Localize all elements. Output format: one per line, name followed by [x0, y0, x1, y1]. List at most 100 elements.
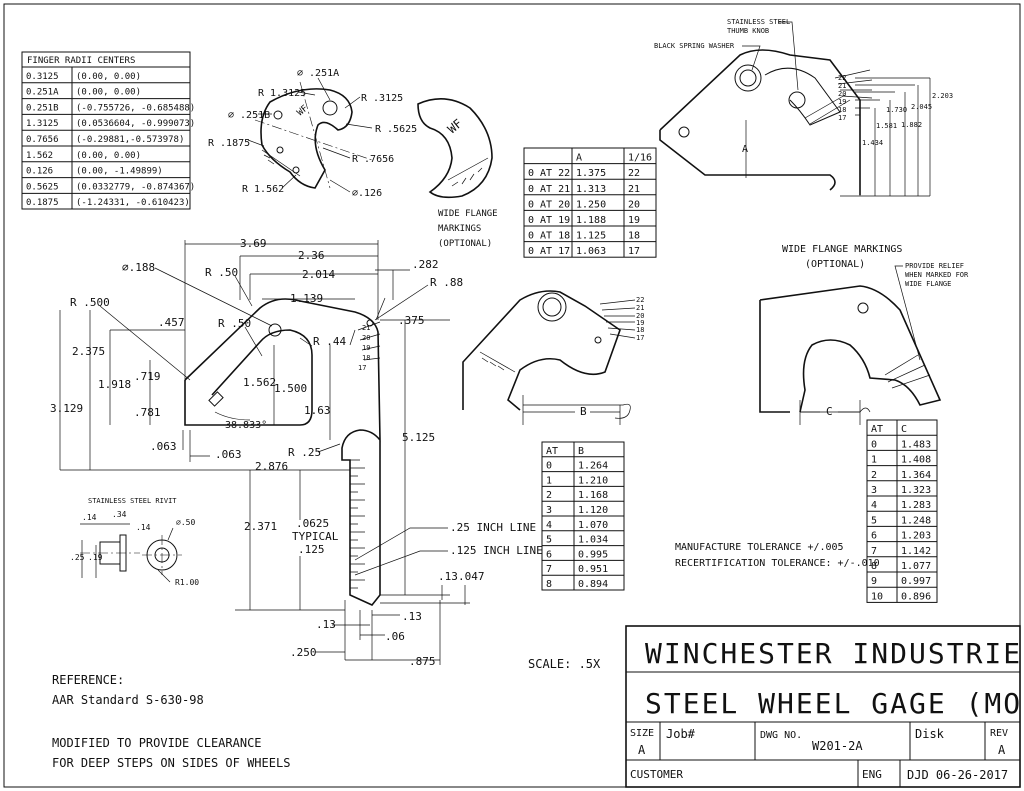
rivit-dim-3: .14 — [136, 523, 151, 532]
dim-457: .457 — [158, 316, 185, 329]
finger-radius: 1.562 — [26, 151, 53, 161]
finger-center: (0.00, 0.00) — [76, 72, 141, 82]
svg-text:21: 21 — [838, 82, 846, 90]
dwg-value: W201-2A — [812, 739, 863, 753]
svg-text:22: 22 — [636, 296, 644, 304]
table-cell: 2 — [871, 470, 877, 481]
table-cell: 7 — [871, 546, 877, 557]
table-cell: 1.210 — [578, 475, 608, 486]
svg-text:21: 21 — [636, 304, 644, 312]
dim-2203: 2.203 — [932, 92, 953, 100]
table-cell: 21 — [628, 184, 640, 195]
customer-label: CUSTOMER — [630, 768, 683, 781]
table-cell: 1.168 — [578, 490, 608, 501]
table-cell: 1.248 — [901, 515, 931, 526]
svg-text:19: 19 — [838, 98, 846, 106]
finger-center: (0.00, 0.00) — [76, 88, 141, 98]
table-cell: 8 — [871, 561, 877, 572]
dim-781: .781 — [134, 406, 161, 419]
table-cell: 0.951 — [578, 564, 608, 575]
table-header-cell: 1/16 — [628, 153, 652, 164]
table-cell: 1.120 — [578, 505, 608, 516]
relief-note-3: WIDE FLANGE — [905, 280, 951, 288]
main-gage: 21 20 19 18 17 3.69 2.36 2.014 1.139 .28… — [50, 237, 543, 668]
dim-r3125: R .3125 — [361, 93, 403, 104]
dim-1139: 1.139 — [290, 292, 323, 305]
dim-r50a: R .50 — [205, 266, 238, 279]
drawing-title: STEEL WHEEL GAGE (MODIFIED) — [645, 687, 1024, 720]
dim-angle: 38.833° — [225, 420, 267, 431]
dim-r1562: R 1.562 — [242, 184, 284, 195]
table-cell: 1 — [871, 455, 877, 466]
thumb-knob-label-2: THUMB KNOB — [727, 27, 769, 35]
thumb-knob-label-1: STAINLESS STEEL — [727, 18, 790, 26]
svg-text:21: 21 — [362, 324, 370, 332]
table-cell: 1.034 — [578, 535, 608, 546]
wf-right-2: (OPTIONAL) — [805, 259, 865, 270]
svg-text:20: 20 — [362, 334, 370, 342]
svg-text:22: 22 — [838, 74, 846, 82]
table-header-cell: AT — [546, 446, 558, 457]
rivit-detail: STAINLESS STEEL RIVIT .14 .34 .14 ∅.50 .… — [70, 497, 199, 587]
finger-radius: 0.1875 — [26, 198, 59, 208]
top-right-assembly: 22 21 20 19 18 17 STAINLESS STEEL THUMB … — [654, 18, 953, 197]
company-name: WINCHESTER INDUSTRIES INC. — [645, 637, 1024, 670]
wf-hook-label: WF — [445, 116, 465, 136]
finger-center: (0.00, -1.49899) — [76, 167, 163, 177]
wf-right-1: WIDE FLANGE MARKINGS — [782, 244, 902, 255]
dim-13c: .13 — [316, 618, 336, 631]
table-cell: 22 — [628, 168, 640, 179]
dim-369: 3.69 — [240, 237, 267, 250]
modified-note-1: MODIFIED TO PROVIDE CLEARANCE — [52, 736, 262, 750]
table-cell: 1.142 — [901, 546, 931, 557]
eng-label: ENG — [862, 768, 882, 781]
b-label: B — [580, 405, 587, 418]
table-cell: 19 — [628, 215, 640, 226]
table-header-cell: C — [901, 424, 907, 435]
dim-125: .125 — [298, 543, 325, 556]
dim-r13125: R 1.3125 — [258, 88, 306, 99]
table-header-cell: AT — [871, 424, 883, 435]
table-cell: 0 AT 22 — [528, 168, 570, 179]
dim-719: .719 — [134, 370, 161, 383]
dim-047: .047 — [458, 570, 485, 583]
dim-282: .282 — [412, 258, 439, 271]
table-cell: 9 — [871, 576, 877, 587]
table-cell: 1.203 — [901, 531, 931, 542]
svg-text:20: 20 — [838, 90, 846, 98]
table-cell: 0 AT 20 — [528, 199, 570, 210]
table-cell: 0 — [871, 439, 877, 450]
table-cell: 6 — [546, 549, 552, 560]
wf-note-3: (OPTIONAL) — [438, 239, 492, 249]
table-cell: 1.250 — [576, 199, 606, 210]
dim-063b: .063 — [215, 448, 242, 461]
svg-text:18: 18 — [636, 326, 644, 334]
table-cell: 1.364 — [901, 470, 931, 481]
wide-flange-hook: WF WIDE FLANGE MARKINGS (OPTIONAL) — [417, 98, 498, 249]
dim-1562: 1.562 — [243, 376, 276, 389]
table-cell: 10 — [871, 591, 883, 602]
dim-2371: 2.371 — [244, 520, 277, 533]
dim-1730: 1.730 — [886, 106, 907, 114]
table-header-cell: B — [578, 446, 584, 457]
dim-188: ∅.188 — [122, 261, 155, 274]
svg-text:18: 18 — [362, 354, 370, 362]
job-label: Job# — [666, 727, 696, 741]
dim-r44: R .44 — [313, 335, 346, 348]
dim-2876: 2.876 — [255, 460, 288, 473]
dim-2375: 2.375 — [72, 345, 105, 358]
dim-250: .250 — [290, 646, 317, 659]
dim-r500: R .500 — [70, 296, 110, 309]
reference-standard: AAR Standard S-630-98 — [52, 693, 204, 707]
finger-radius: 1.3125 — [26, 119, 59, 129]
typical-label: TYPICAL — [292, 530, 339, 543]
dim-236: 2.36 — [298, 249, 325, 262]
dim-5125: 5.125 — [402, 431, 435, 444]
table-cell: 2 — [546, 490, 552, 501]
table-cell: 1.077 — [901, 561, 931, 572]
dim-r88: R .88 — [430, 276, 463, 289]
dim-06: .06 — [385, 630, 405, 643]
